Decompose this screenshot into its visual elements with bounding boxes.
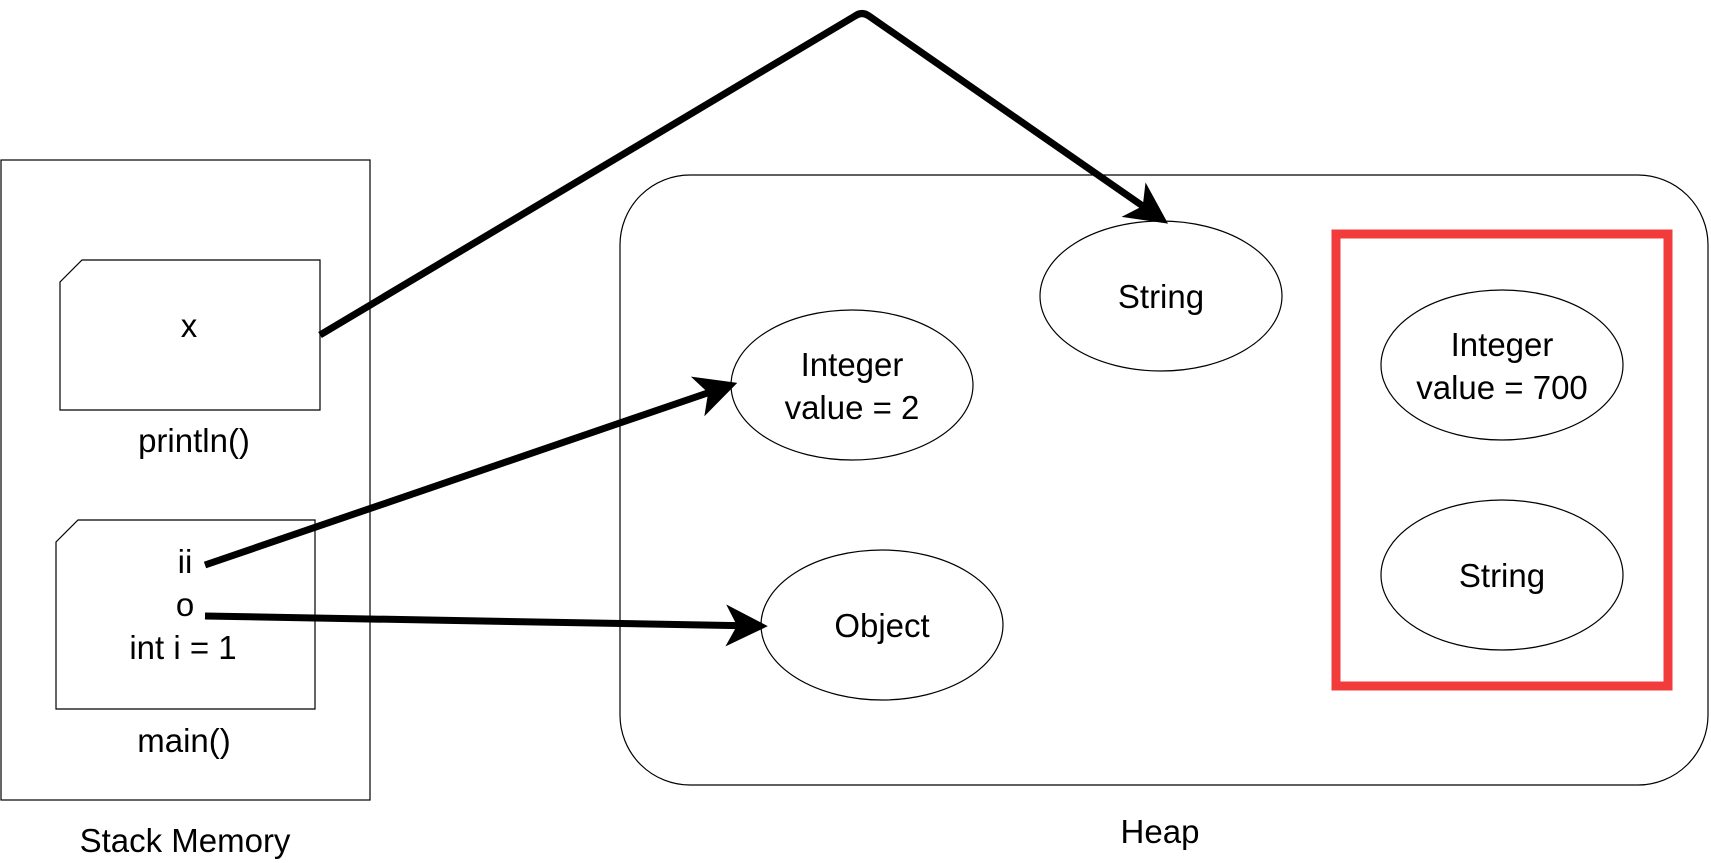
heap-object-integer-2: Integer value = 2 <box>730 309 974 461</box>
heap-object-string: String <box>1039 220 1283 372</box>
highlight-box <box>1331 229 1673 691</box>
integer-700-value: value = 700 <box>1416 369 1588 406</box>
frame-label-main: main() <box>137 722 231 759</box>
heap: Heap String Integer value = 2 Object Int… <box>619 174 1709 850</box>
main-frame-card <box>55 519 316 710</box>
string-highlighted-label: String <box>1459 557 1545 594</box>
integer-2-ellipse <box>730 309 974 461</box>
frame-label-println: println() <box>138 422 250 459</box>
stack-memory: x println() ii o int i = 1 main() Stack … <box>0 159 371 859</box>
heap-object-string-highlighted: String <box>1380 499 1624 651</box>
stack-frame-main: ii o int i = 1 main() <box>55 519 316 759</box>
heap-object-integer-700: Integer value = 700 <box>1380 289 1624 441</box>
arrow-x-to-string <box>318 10 1169 339</box>
println-frame-card <box>59 259 321 411</box>
integer-700-ellipse <box>1380 289 1624 441</box>
heap-title: Heap <box>1121 813 1200 850</box>
stack-frame-println: x println() <box>59 259 321 459</box>
frame-var-x: x <box>181 307 198 344</box>
integer-2-value: value = 2 <box>785 389 920 426</box>
frame-var-ii: ii <box>178 543 193 580</box>
object-label: Object <box>834 607 929 644</box>
arrow-o-to-object <box>204 604 768 647</box>
frame-var-o: o <box>176 586 194 623</box>
string-label: String <box>1118 278 1204 315</box>
string-highlighted-ellipse <box>1380 499 1624 651</box>
stack-memory-title: Stack Memory <box>80 822 291 859</box>
integer-700-type: Integer <box>1451 326 1554 363</box>
heap-object-object: Object <box>760 549 1004 701</box>
arrow-ii-to-integer <box>203 376 738 569</box>
frame-var-int-i: int i = 1 <box>129 629 236 666</box>
reference-arrows <box>203 10 1169 647</box>
integer-2-type: Integer <box>801 346 904 383</box>
